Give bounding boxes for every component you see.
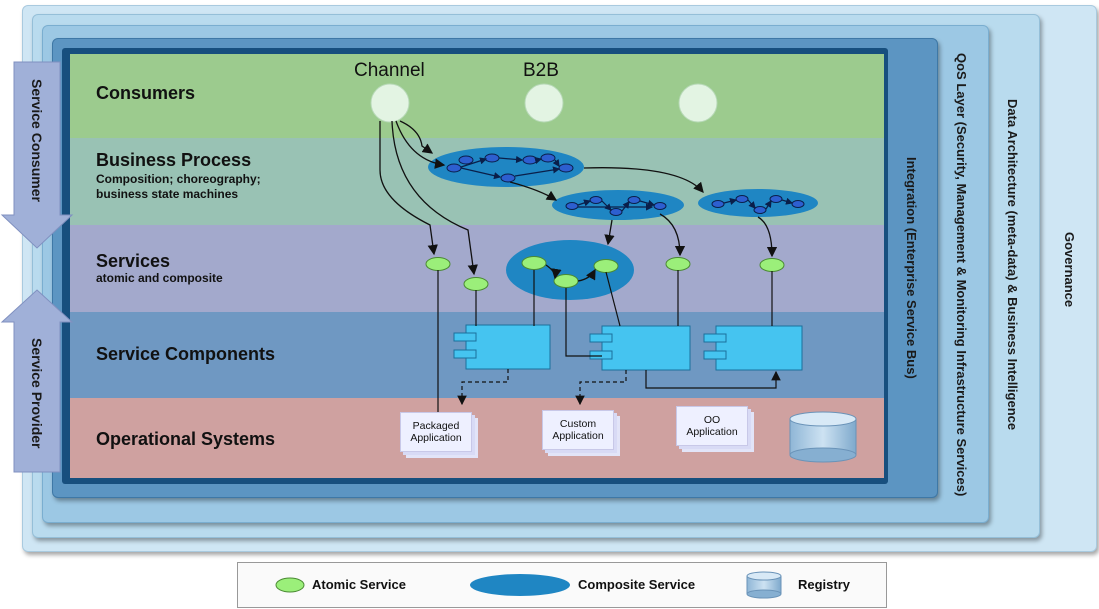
channel-label: Channel <box>354 60 425 81</box>
registry-legend-icon <box>746 571 782 599</box>
services-title: Services <box>96 251 171 271</box>
channel-consumer-node <box>370 83 410 123</box>
service-provider-arrow <box>0 289 74 473</box>
qos-label: QoS Layer (Security, Management & Monito… <box>954 53 969 497</box>
legend-composite-label: Composite Service <box>578 577 696 592</box>
service-component-3 <box>715 325 803 371</box>
other-consumer-node <box>678 83 718 123</box>
b2b-label: B2B <box>523 60 559 81</box>
operational-systems-layer: Operational Systems <box>70 398 884 478</box>
legend-atomic-label: Atomic Service <box>312 577 406 592</box>
atomic-service-legend-icon <box>275 577 305 593</box>
operational-systems-title: Operational Systems <box>96 429 276 449</box>
consumers-title: Consumers <box>96 83 196 103</box>
service-component-2 <box>601 325 691 371</box>
service-provider-label: Service Provider <box>29 337 45 449</box>
business-process-sub2: business state machines <box>96 187 239 201</box>
legend: Atomic Service Composite Service Registr… <box>237 562 887 608</box>
legend-symbols <box>275 571 782 599</box>
component-group <box>453 324 803 371</box>
service-component-1 <box>465 324 551 370</box>
composite-process-2 <box>552 190 684 220</box>
b2b-consumer-node <box>524 83 564 123</box>
service-consumer-label: Service Consumer <box>29 78 45 202</box>
atomic-service-1 <box>425 257 451 271</box>
consumers-layer: Consumers <box>70 54 884 138</box>
composite-service-legend-icon <box>470 574 570 596</box>
packaged-application: Packaged Application <box>400 412 472 452</box>
data-architecture-label: Data Architecture (meta-data) & Business… <box>1005 99 1020 431</box>
composite-service <box>506 240 634 300</box>
atomic-service-4 <box>759 258 785 272</box>
composite-process-3 <box>698 189 818 217</box>
custom-application: Custom Application <box>542 410 614 450</box>
service-components-title: Service Components <box>96 344 276 364</box>
atomic-service-2 <box>463 277 489 291</box>
business-process-title: Business Process <box>96 150 252 170</box>
service-consumer-arrow <box>0 61 74 249</box>
registry-cylinder <box>789 411 857 463</box>
oo-application: OO Application <box>676 406 748 446</box>
atomic-service-3 <box>665 257 691 271</box>
governance-label: Governance <box>1062 232 1077 308</box>
business-process-sub1: Composition; choreography; <box>96 172 261 186</box>
legend-registry-label: Registry <box>798 577 851 592</box>
services-sub: atomic and composite <box>96 271 223 285</box>
integration-label: Integration (Enterprise Service Bus) <box>904 157 919 379</box>
